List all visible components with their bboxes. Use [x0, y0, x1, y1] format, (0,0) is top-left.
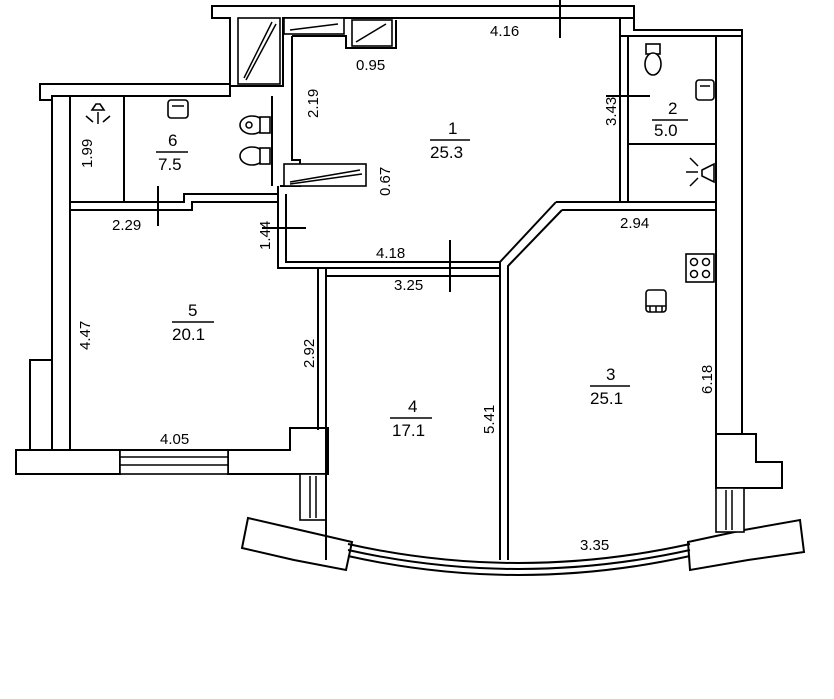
- room-area: 17.1: [392, 421, 425, 440]
- sink-icon: [645, 289, 667, 313]
- room-area: 7.5: [158, 155, 182, 174]
- dim-label: 0.67: [377, 167, 394, 196]
- outer-walls: [15, 5, 806, 576]
- room-2-label: 2 5.0: [652, 99, 688, 140]
- fixtures: [85, 17, 715, 313]
- dim-label: 2.94: [620, 215, 649, 232]
- dim-label: 6.18: [699, 365, 716, 394]
- dim-label: 3.35: [580, 537, 609, 554]
- bathtub-icon: [283, 17, 345, 35]
- dim-label: 2.19: [305, 89, 322, 118]
- washbasin-icon: [167, 99, 189, 119]
- dim-label: 5.41: [481, 405, 498, 434]
- room-4-label: 4 17.1: [390, 397, 432, 440]
- dimension-lines: [157, 0, 650, 292]
- bathtub-icon: [283, 163, 367, 187]
- dim-label: 3.43: [603, 97, 620, 126]
- bathtub-icon: [237, 17, 281, 85]
- room-area: 25.3: [430, 143, 463, 162]
- dim-label: 4.47: [77, 321, 94, 350]
- dim-label: 2.29: [112, 217, 141, 234]
- room-area: 20.1: [172, 325, 205, 344]
- room-area: 5.0: [654, 121, 678, 140]
- toilet-icon: [239, 146, 271, 166]
- dim-label: 4.18: [376, 245, 405, 262]
- dimension-labels: 4.16 0.95 2.19 3.43 1.99 0.67 2.29 1.44 …: [77, 23, 716, 554]
- washbasin-icon: [695, 79, 715, 101]
- dim-label: 2.92: [301, 339, 318, 368]
- room-3-label: 3 25.1: [590, 365, 630, 408]
- stove-icon: [685, 253, 715, 283]
- window-icon: [119, 449, 229, 475]
- room-labels: 1 25.3 2 5.0 3 25.1 4 17.1 5 20.1: [156, 99, 688, 440]
- bathtub-icon: [351, 19, 393, 47]
- room-number: 6: [168, 131, 177, 150]
- room-number: 3: [606, 365, 615, 384]
- room-area: 25.1: [590, 389, 623, 408]
- dim-label: 4.05: [160, 431, 189, 448]
- room-number: 1: [448, 119, 457, 138]
- room-number: 4: [408, 397, 417, 416]
- dim-label: 3.25: [394, 277, 423, 294]
- room-number: 2: [668, 99, 677, 118]
- toilet-icon: [644, 43, 662, 76]
- dim-label: 1.44: [257, 221, 274, 250]
- lamp-icon: [85, 103, 111, 124]
- lamp-icon: [686, 157, 715, 187]
- room-6-label: 6 7.5: [156, 131, 188, 174]
- toilet-icon: [239, 115, 271, 135]
- room-5-label: 5 20.1: [172, 301, 214, 344]
- dim-label: 0.95: [356, 57, 385, 74]
- room-number: 5: [188, 301, 197, 320]
- dim-label: 4.16: [490, 23, 519, 40]
- dim-label: 1.99: [79, 139, 96, 168]
- room-1-label: 1 25.3: [430, 119, 470, 162]
